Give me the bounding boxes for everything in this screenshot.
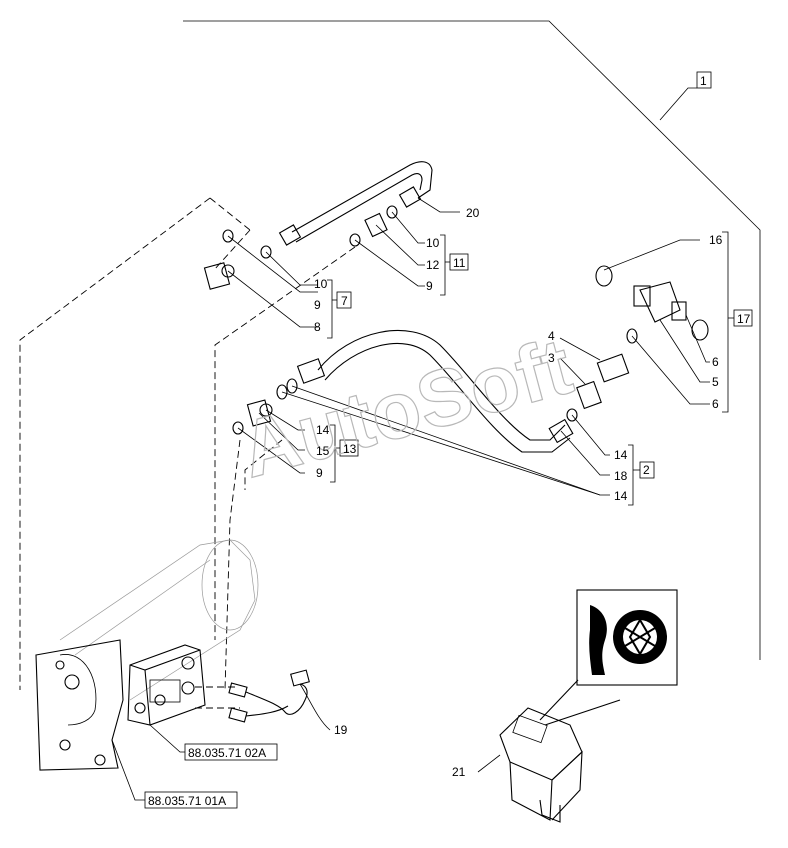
label-7: 7 xyxy=(341,294,348,308)
label-13: 13 xyxy=(343,442,357,456)
label-2: 2 xyxy=(643,463,650,477)
label-9c: 9 xyxy=(316,466,323,480)
switch-symbol-box xyxy=(539,589,678,726)
label-11: 11 xyxy=(453,256,466,270)
phantom-outline xyxy=(19,197,356,709)
label-10b: 10 xyxy=(314,277,328,291)
watermark: AutoSoft xyxy=(231,321,580,494)
label-17: 17 xyxy=(737,312,751,326)
leader-lines xyxy=(111,197,710,801)
rocker-switch-21 xyxy=(499,707,583,823)
label-6a: 6 xyxy=(712,355,719,369)
hose-assembly-18 xyxy=(276,329,574,453)
fittings-upper xyxy=(203,205,398,290)
label-12: 12 xyxy=(426,258,440,272)
group-brackets xyxy=(327,231,734,506)
aperture-control-icon xyxy=(613,610,667,664)
label-14c: 14 xyxy=(614,489,628,503)
label-6b: 6 xyxy=(712,397,719,411)
ref-valve-label: 88.035.71 02A xyxy=(188,746,266,760)
boxed-labels xyxy=(144,71,753,809)
label-20: 20 xyxy=(466,206,480,220)
label-9a: 9 xyxy=(426,279,433,293)
label-15: 15 xyxy=(316,444,330,458)
label-14b: 14 xyxy=(614,448,628,462)
machine-body xyxy=(59,539,259,701)
label-9b: 9 xyxy=(314,298,321,312)
ref-mount-label: 88.035.71 01A xyxy=(148,794,226,808)
label-5: 5 xyxy=(712,375,719,389)
valve-block xyxy=(127,644,206,726)
mounting-plate xyxy=(35,639,124,771)
label-10a: 10 xyxy=(426,236,440,250)
hand-glyph xyxy=(589,605,607,675)
label-21: 21 xyxy=(452,765,466,779)
label-19: 19 xyxy=(334,723,348,737)
label-14a: 14 xyxy=(316,423,330,437)
label-18: 18 xyxy=(614,469,628,483)
elbow-fitting-17 xyxy=(595,265,709,344)
wire-harness xyxy=(228,669,331,731)
label-8: 8 xyxy=(314,320,321,334)
label-3: 3 xyxy=(548,351,555,365)
fittings-right xyxy=(566,353,630,422)
part-labels: 1 20 16 10 12 11 9 10 9 7 8 17 4 3 6 5 6… xyxy=(148,74,751,808)
group-line-1 xyxy=(183,20,761,660)
label-1: 1 xyxy=(700,74,707,88)
rigid-tube-20 xyxy=(278,161,433,246)
label-4: 4 xyxy=(548,329,555,343)
label-16: 16 xyxy=(709,233,723,247)
